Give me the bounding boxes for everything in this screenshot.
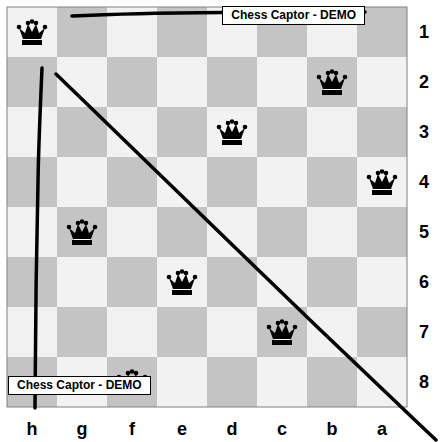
board-square [157, 307, 207, 357]
board-square [7, 57, 57, 107]
watermark: Chess Captor - DEMO [8, 376, 151, 395]
board-square [257, 357, 307, 407]
board-square [257, 307, 307, 357]
board-square [207, 357, 257, 407]
board-coordinate: 3 [419, 122, 429, 142]
board-square [357, 307, 407, 357]
board-square [157, 57, 207, 107]
board-square [307, 307, 357, 357]
queen-piece [167, 269, 198, 295]
board-square [307, 157, 357, 207]
board-square [357, 157, 407, 207]
queen-piece [317, 69, 348, 95]
board-coordinate: c [277, 419, 287, 439]
board-square [57, 307, 107, 357]
board-coordinate: 8 [419, 372, 429, 392]
board-square [357, 257, 407, 307]
board-square [307, 357, 357, 407]
board-square [107, 57, 157, 107]
board-border [7, 7, 407, 407]
board-square [257, 57, 307, 107]
board-square [257, 157, 307, 207]
board-square [7, 7, 57, 57]
board-coordinate: h [27, 419, 38, 439]
board-coordinate: 2 [419, 72, 429, 92]
board-square [257, 257, 307, 307]
board-square [57, 157, 107, 207]
queen-piece [17, 19, 48, 45]
board-square [357, 207, 407, 257]
board-square [7, 157, 57, 207]
board-square [207, 57, 257, 107]
attack-line [35, 68, 42, 408]
queen-piece [367, 169, 398, 195]
board-square [257, 207, 307, 257]
board-square [157, 157, 207, 207]
queen-piece [217, 119, 248, 145]
board-square [257, 107, 307, 157]
board-coordinate: 4 [419, 172, 429, 192]
board-square [207, 207, 257, 257]
board-square [207, 157, 257, 207]
board-square [7, 307, 57, 357]
board-square [357, 57, 407, 107]
board-coordinate: 5 [419, 222, 429, 242]
board-coordinate: 1 [419, 22, 429, 42]
board-square [157, 357, 207, 407]
board-square [307, 57, 357, 107]
board-square [57, 257, 107, 307]
board-square [57, 207, 107, 257]
board-square [7, 207, 57, 257]
board-square [157, 257, 207, 307]
board-square [107, 307, 157, 357]
board-square [7, 257, 57, 307]
board-coordinate: b [327, 419, 338, 439]
board-square [357, 107, 407, 157]
board-squares [7, 7, 407, 407]
board-square [207, 107, 257, 157]
board-square [307, 207, 357, 257]
board-coordinate: d [227, 419, 238, 439]
queen-piece [267, 319, 298, 345]
board-square [207, 307, 257, 357]
board-square [157, 107, 207, 157]
board-coordinate: g [77, 419, 88, 439]
board-square [107, 257, 157, 307]
board-square [107, 207, 157, 257]
board-square [307, 257, 357, 307]
board-square [7, 107, 57, 157]
board-coordinate: a [377, 419, 387, 439]
board-square [207, 257, 257, 307]
queens [17, 19, 398, 395]
board-coordinate: 6 [419, 272, 429, 292]
queen-piece [67, 219, 98, 245]
watermark: Chess Captor - DEMO [222, 6, 365, 25]
board-coordinate: f [129, 419, 135, 439]
board-square [307, 107, 357, 157]
board-square [357, 357, 407, 407]
board-coordinate: e [177, 419, 187, 439]
board-coordinate: 7 [419, 322, 429, 342]
